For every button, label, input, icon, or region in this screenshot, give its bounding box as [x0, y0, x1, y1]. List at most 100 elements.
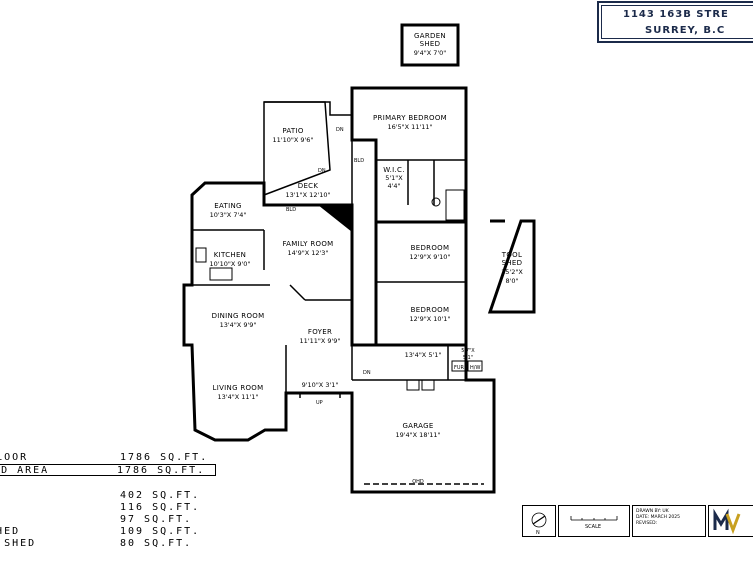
area-value: 97 SQ.FT. — [120, 514, 193, 525]
ohd-label: OHD — [412, 479, 424, 485]
garden-shed-dims: 9'4"X 7'0" — [414, 49, 447, 57]
foyer-name: FOYER — [308, 328, 332, 336]
bedroom2-name: BEDROOM — [411, 306, 450, 314]
primary-bedroom-walls — [350, 86, 468, 224]
area-value: 1786 SQ.FT. — [120, 452, 209, 463]
scale-label: SCALE — [585, 524, 602, 530]
living-room-name: LIVING ROOM — [213, 384, 264, 392]
patio-outline — [263, 101, 331, 196]
revised: REVISED: — [636, 521, 658, 526]
living-room-dims: 13'4"X 11'1" — [218, 393, 259, 401]
area-value: 80 SQ.FT. — [120, 538, 193, 549]
garden-shed-name1: GARDEN — [414, 32, 446, 40]
area-row: K116 SQ.FT. — [0, 502, 216, 514]
hw-label: H/W — [470, 365, 480, 371]
area-row: ISHED AREA 1786 SQ.FT. — [0, 464, 216, 476]
utility-dims1: 5'7"X — [461, 348, 475, 354]
area-table: N FLOOR 1786 SQ.FT. ISHED AREA 1786 SQ.FT. A… — [0, 452, 216, 550]
entry-dims: 9'10"X 3'1" — [302, 381, 339, 389]
wic-dims2: 4'4" — [387, 182, 400, 190]
area-value: 109 SQ.FT. — [120, 526, 201, 537]
area-row: N FLOOR 1786 SQ.FT. — [0, 452, 216, 464]
kitchen-name: KITCHEN — [214, 251, 246, 259]
area-label: DEN SHED — [0, 538, 37, 549]
bedroom1-dims: 12'9"X 9'10" — [410, 253, 451, 261]
area-value: 116 SQ.FT. — [120, 502, 201, 513]
dn-label-patio: DN — [318, 168, 326, 174]
area-label: L SHED — [0, 526, 21, 537]
primary-bedroom-name: PRIMARY BEDROOM — [373, 114, 447, 122]
fireplace-icon — [318, 205, 352, 232]
foyer-dims: 11'11"X 9'9" — [300, 337, 341, 345]
info-box: DRAWN BY: UK DATE: MARCH 2025 REVISED: — [632, 505, 706, 537]
footer-strip: N SCALE DRAWN BY: UK DATE: MARCH 2025 RE… — [522, 505, 753, 565]
area-row: L SHED 109 SQ.FT. — [0, 526, 216, 538]
patio-dims: 11'10"X 9'6" — [273, 136, 314, 144]
dn-label-garage: DN — [363, 370, 371, 376]
drawing-date: DATE: MARCH 2025 — [636, 515, 680, 520]
bedroom1-name: BEDROOM — [411, 244, 450, 252]
kitchen-dims: 10'10"X 9'0" — [210, 260, 251, 268]
deck-name: DECK — [298, 182, 319, 190]
dryer-icon — [421, 379, 435, 391]
hot-water-icon — [467, 360, 483, 372]
garden-shed-name2: SHED — [420, 40, 441, 48]
bedrooms-walls — [374, 220, 468, 347]
wic-dims1: 5'1"X — [385, 174, 403, 182]
deck-dims: 13'1"X 12'10" — [285, 191, 330, 199]
area-value: 402 SQ.FT. — [120, 490, 201, 501]
garden-shed-walls — [400, 23, 460, 67]
area-row: AGE402 SQ.FT. — [0, 490, 216, 502]
family-room-name: FAMILY ROOM — [283, 240, 334, 248]
furnace-icon — [451, 360, 467, 372]
logo-box — [708, 505, 753, 537]
garage-dims: 19'4"X 18'11" — [395, 431, 440, 439]
area-row: DEN SHED 80 SQ.FT. — [0, 538, 216, 550]
title-block: 1143 163B STRE SURREY, B.C — [597, 1, 753, 43]
scale-bar-icon — [570, 516, 618, 521]
utility-dims2: 5'1" — [463, 355, 473, 361]
bld-label-primary: BLD — [354, 158, 364, 164]
north-box: N — [522, 505, 556, 537]
bld-label-family: BLD — [286, 207, 296, 213]
tool-shed-name2: SHED — [502, 259, 523, 267]
furn-label: FURN — [454, 365, 468, 371]
bedroom2-dims: 12'9"X 10'1" — [410, 315, 451, 323]
up-label: UP — [316, 400, 323, 406]
eating-name: EATING — [214, 202, 241, 210]
stove-icon — [209, 267, 233, 281]
area-gap — [0, 476, 216, 490]
patio-name: PATIO — [282, 127, 304, 135]
title-address: 1143 163B STRE — [623, 9, 729, 20]
tool-shed-dims1: 15'2"X — [501, 268, 523, 276]
title-city: SURREY, B.C — [645, 25, 726, 36]
wic-name: W.I.C. — [383, 166, 405, 174]
north-arrow-icon: N — [531, 512, 547, 536]
tool-shed-walls — [487, 219, 536, 314]
scale-box: SCALE — [558, 505, 630, 537]
toilet-icon — [431, 197, 441, 207]
title-block-inner — [601, 5, 753, 39]
tool-shed-dims2: 8'0" — [505, 277, 518, 285]
tool-shed-name1: TOOL — [501, 251, 522, 259]
washer-icon — [406, 379, 420, 391]
dn-label-deck: DN — [336, 127, 344, 133]
dining-room-name: DINING ROOM — [212, 312, 265, 320]
tub-icon — [445, 189, 465, 221]
area-label: ISHED AREA — [0, 465, 50, 476]
area-label: N FLOOR — [0, 452, 29, 463]
deck-outline — [263, 101, 353, 206]
laundry-dims: 13'4"X 5'1" — [405, 351, 442, 359]
north-label: N — [536, 530, 540, 536]
primary-bedroom-dims: 16'5"X 11'11" — [387, 123, 432, 131]
area-row: IO97 SQ.FT. — [0, 514, 216, 526]
family-room-dims: 14'9"X 12'3" — [288, 249, 329, 257]
company-logo-icon — [713, 508, 741, 535]
area-value: 1786 SQ.FT. — [117, 465, 206, 476]
drawn-by: DRAWN BY: UK — [636, 509, 669, 514]
sink-icon — [195, 247, 207, 263]
garage-name: GARAGE — [402, 422, 433, 430]
dining-room-dims: 13'4"X 9'9" — [220, 321, 257, 329]
eating-dims: 10'3"X 7'4" — [210, 211, 247, 219]
